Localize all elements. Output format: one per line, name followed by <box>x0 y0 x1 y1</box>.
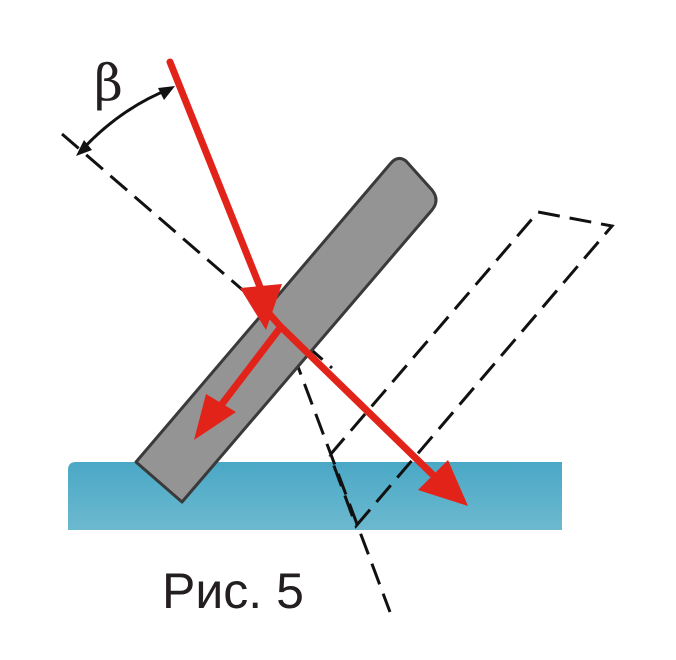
reflected-ray-arrowhead <box>194 394 236 440</box>
transmitted-ray-arrowhead <box>418 460 468 506</box>
dashed-refraction-line <box>280 323 392 613</box>
incident-ray-tail <box>262 306 284 330</box>
reflected-ray <box>218 324 284 408</box>
angle-arc-arrowhead-top <box>158 86 175 100</box>
angle-arc-arrowhead-bottom <box>76 140 92 156</box>
dashed-plate-outline <box>328 210 615 529</box>
angle-label: β <box>94 54 123 112</box>
transmitted-ray <box>276 322 436 478</box>
figure-caption: Рис. 5 <box>162 563 304 619</box>
incident-ray <box>166 58 266 296</box>
incident-ray-arrowhead <box>240 284 282 330</box>
blue-surface <box>68 462 562 530</box>
